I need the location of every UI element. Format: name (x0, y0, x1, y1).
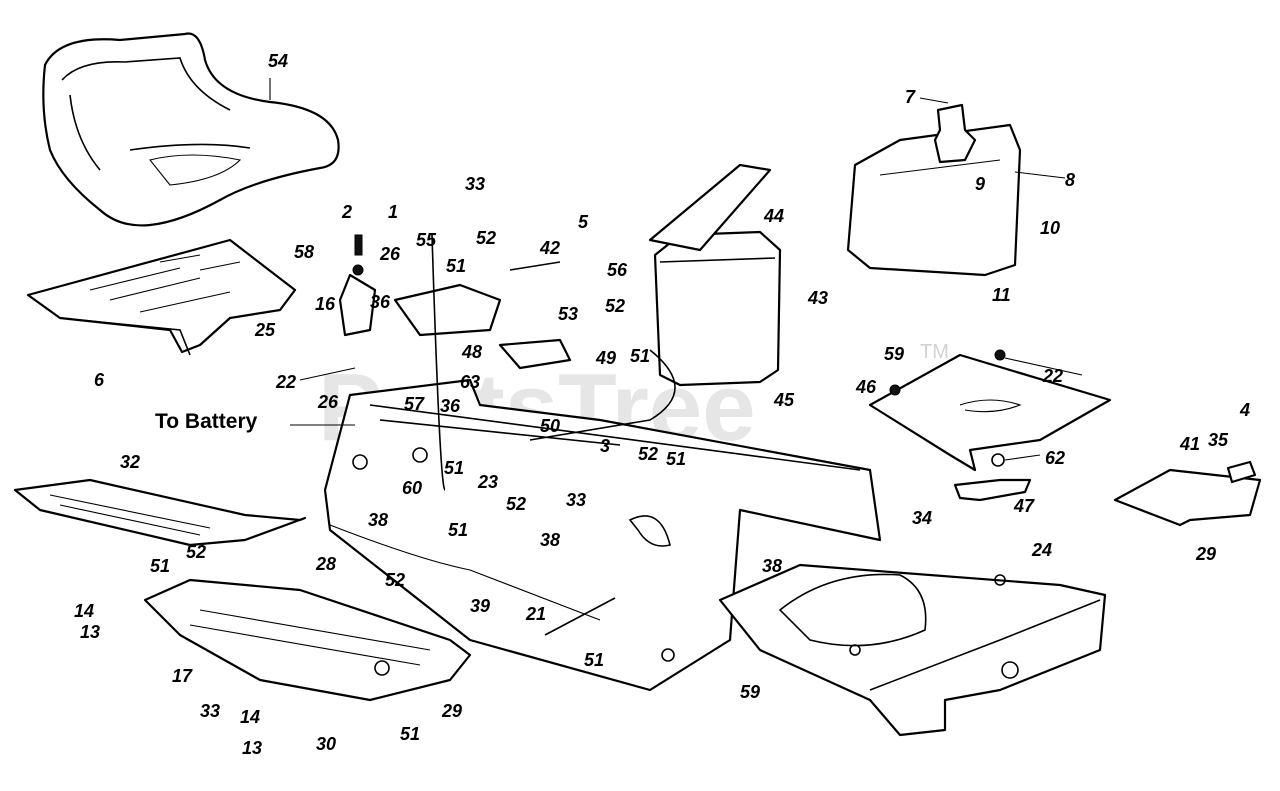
callout: 29 (1195, 544, 1216, 564)
callout: 52 (476, 228, 496, 248)
callout: 25 (254, 320, 276, 340)
main-frame (718, 563, 1107, 737)
callout: 47 (1013, 496, 1035, 516)
callout: 51 (630, 346, 650, 366)
callout: 11 (992, 285, 1011, 305)
callout: 28 (315, 554, 336, 574)
pedal-plate (1113, 468, 1262, 527)
callout: 22 (275, 372, 296, 392)
callout: 33 (566, 490, 586, 510)
hardware (338, 234, 1257, 676)
callout: 6 (94, 370, 105, 390)
callout: 34 (912, 508, 932, 528)
callout: 51 (446, 256, 466, 276)
bracket-47 (953, 478, 1032, 502)
callout: 53 (558, 304, 578, 324)
callout: 51 (400, 724, 420, 744)
callout: 46 (855, 377, 877, 397)
callout: 52 (638, 444, 658, 464)
callout: 51 (584, 650, 604, 670)
callout: 9 (975, 174, 985, 194)
footrest-left (13, 478, 307, 547)
callout: 60 (402, 478, 422, 498)
callout: 36 (440, 396, 461, 416)
callout: 58 (294, 242, 314, 262)
callout: 4 (1239, 400, 1250, 420)
callout: 35 (1208, 430, 1229, 450)
callout: 59 (740, 682, 760, 702)
callout: 2 (341, 202, 352, 222)
callout: 59 (884, 344, 904, 364)
callout: 52 (506, 494, 526, 514)
callout: 62 (1045, 448, 1065, 468)
callout: 43 (807, 288, 828, 308)
callout: 7 (905, 87, 916, 107)
watermark-tm: TM (920, 341, 949, 363)
callout: 1 (388, 202, 398, 222)
callout: 44 (763, 206, 784, 226)
callout: 33 (465, 174, 485, 194)
callout: 39 (470, 596, 490, 616)
callout: 51 (448, 520, 468, 540)
callout: 5 (578, 212, 589, 232)
callout: 32 (120, 452, 140, 472)
callout: 14 (74, 601, 94, 621)
callout: 3 (600, 436, 610, 456)
callout: 63 (460, 372, 480, 392)
callout: 55 (416, 230, 437, 250)
callout: 8 (1065, 170, 1075, 190)
callout: 48 (461, 342, 482, 362)
leader-lines (269, 78, 1083, 461)
seat-bracket (26, 238, 297, 356)
callout: 22 (1042, 366, 1063, 386)
callout: 56 (607, 260, 628, 280)
callout: 14 (240, 707, 260, 727)
callout: 50 (540, 416, 560, 436)
callout: 52 (385, 570, 405, 590)
callout: 52 (605, 296, 625, 316)
callout: 45 (773, 390, 795, 410)
callout: 26 (379, 244, 401, 264)
callout: 38 (762, 556, 782, 576)
seat (42, 32, 340, 227)
callout: 24 (1031, 540, 1052, 560)
callout: 17 (172, 666, 193, 686)
callout: 30 (316, 734, 336, 754)
callout: 42 (539, 238, 560, 258)
callout: 51 (666, 449, 686, 469)
callout: 23 (477, 472, 498, 492)
callout: 13 (80, 622, 100, 642)
mount-plate-right (868, 353, 1112, 472)
fender-panel (323, 378, 882, 692)
callout: 52 (186, 542, 206, 562)
callout: 51 (150, 556, 170, 576)
callout: 51 (444, 458, 464, 478)
callout: 54 (268, 51, 288, 71)
callout: 33 (200, 701, 220, 721)
callout: 38 (540, 530, 560, 550)
callout: 10 (1040, 218, 1060, 238)
callout: 41 (1179, 434, 1200, 454)
callout: 26 (317, 392, 339, 412)
callout: 16 (315, 294, 336, 314)
callout: 13 (242, 738, 262, 758)
callout: 49 (595, 348, 616, 368)
callout: 38 (368, 510, 388, 530)
callout: 36 (370, 292, 391, 312)
callout: 21 (525, 604, 546, 624)
label-to-battery: To Battery (155, 410, 258, 433)
rod-21 (544, 597, 616, 636)
callout: 29 (441, 701, 462, 721)
callouts: 54 2 1 33 5 58 26 55 52 42 56 7 8 9 44 1… (74, 51, 1250, 758)
callout: 57 (404, 394, 425, 414)
fuel-tank (846, 103, 1022, 277)
battery (529, 163, 782, 441)
